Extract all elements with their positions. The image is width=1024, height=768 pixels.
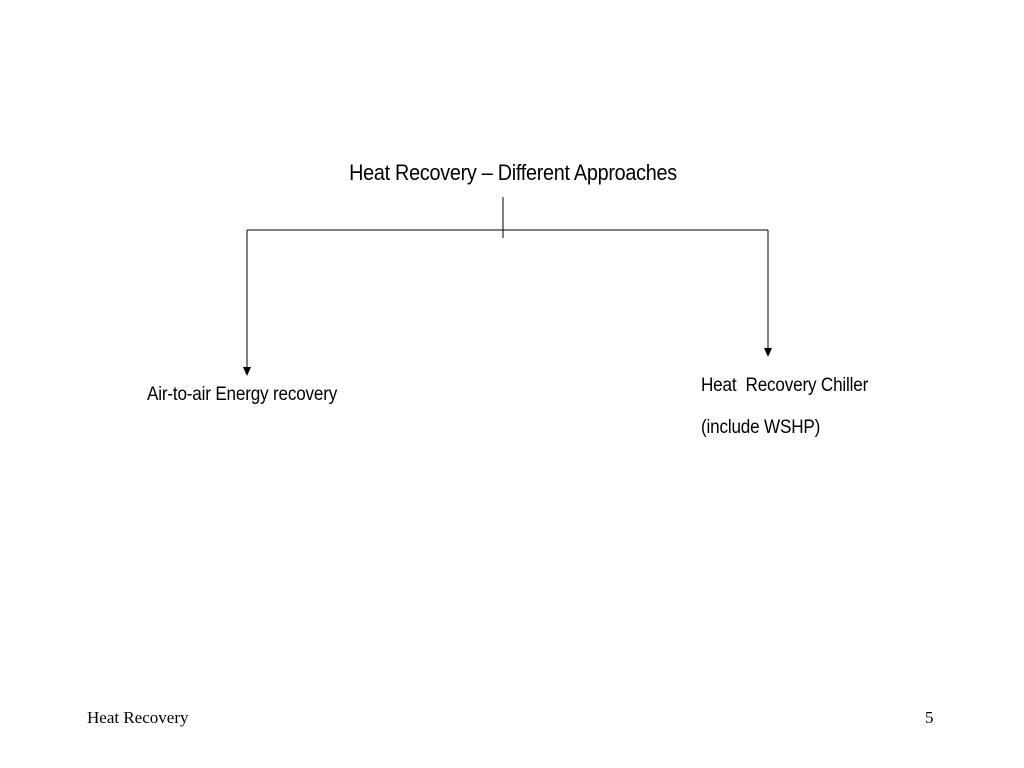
footer-title: Heat Recovery: [87, 708, 189, 727]
right-arrowhead-icon: [764, 348, 772, 357]
diagram-title: Heat Recovery – Different Approaches: [349, 160, 677, 185]
air-to-air-energy-recovery-label: Air-to-air Energy recovery: [147, 384, 338, 405]
page-number: 5: [925, 708, 934, 727]
left-arrowhead-icon: [243, 367, 251, 376]
heat-recovery-chiller-label: Heat Recovery Chiller: [701, 375, 869, 396]
include-wshp-label: (include WSHP): [701, 417, 821, 438]
